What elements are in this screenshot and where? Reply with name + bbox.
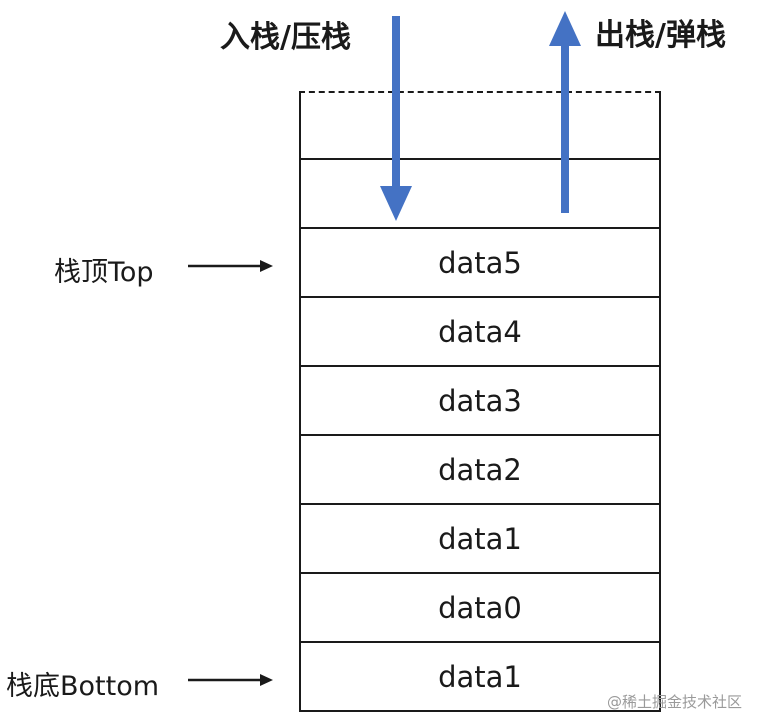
push-label: 入栈/压栈 [220,20,351,55]
stack-cell-data1: data1 [299,505,661,574]
pop-label: 出栈/弹栈 [595,18,726,53]
stack-top-label: 栈顶Top [54,257,154,288]
pop-arrow [549,11,581,213]
watermark: @稀土掘金技术社区 [606,693,742,711]
stack-cell-data5: data5 [299,229,661,298]
stack-cell-data2: data2 [299,436,661,505]
stack-slot-empty-1 [299,91,661,160]
stack-slot-empty-2 [299,160,661,229]
top-pointer-arrow [188,260,273,272]
bottom-pointer-arrow [188,674,273,686]
stack-cell-bottom-data1: data1 [299,643,661,712]
stack-cell-data4: data4 [299,298,661,367]
push-arrow [380,16,412,221]
stack-cell-data3: data3 [299,367,661,436]
stack-bottom-label: 栈底Bottom [6,671,160,702]
stack-cell-data0: data0 [299,574,661,643]
